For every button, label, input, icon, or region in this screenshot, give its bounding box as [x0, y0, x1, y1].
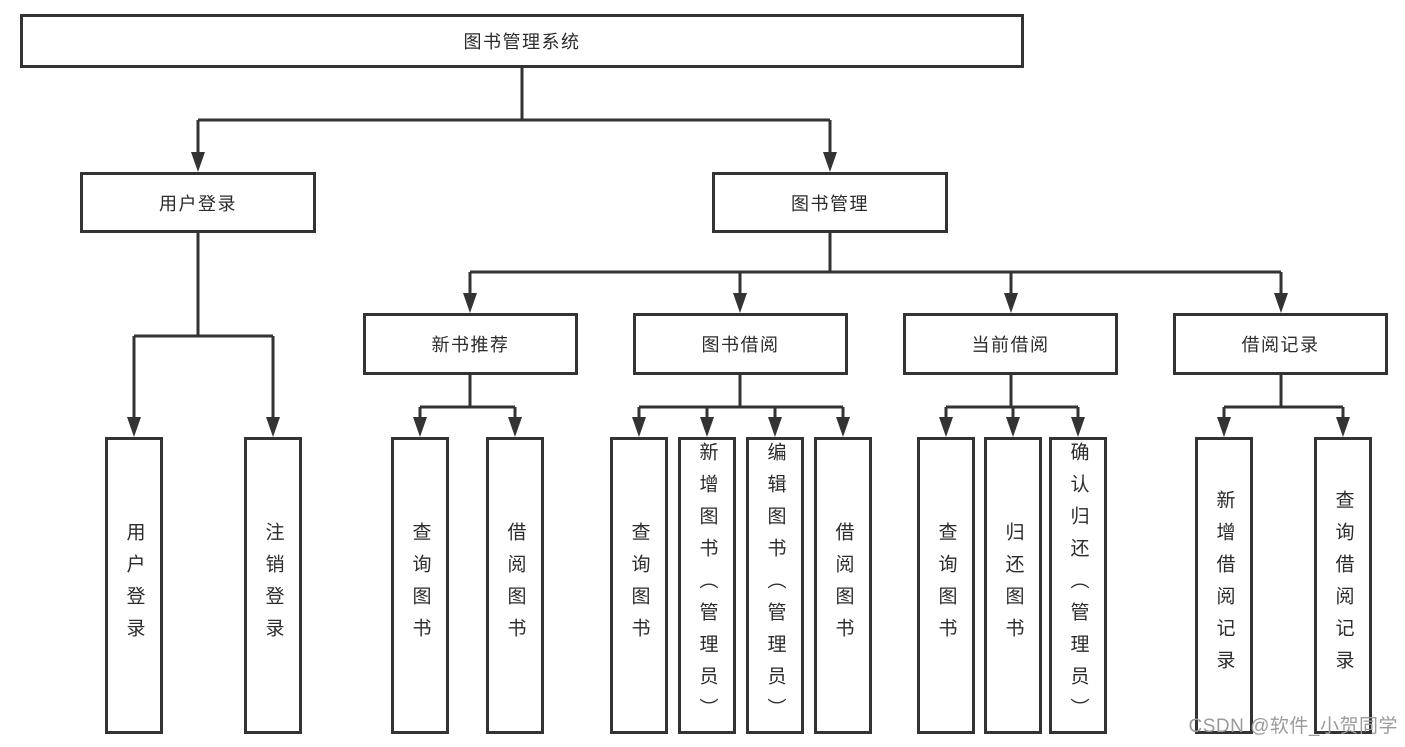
node-book-management: 图书管理	[712, 172, 948, 233]
node-current-borrow: 当前借阅	[903, 313, 1118, 375]
leaf-current-return-label: 归还图书	[1002, 521, 1024, 650]
leaf-logout: 注销登录	[244, 437, 302, 734]
leaf-user-login-label: 用户登录	[123, 521, 145, 650]
watermark: CSDN @软件_小贺同学	[1188, 716, 1398, 737]
node-root-label: 图书管理系统	[463, 32, 581, 52]
node-book-management-label: 图书管理	[791, 193, 869, 214]
leaf-newbook-borrow: 借阅图书	[486, 437, 544, 734]
leaf-record-add-label: 新增借阅记录	[1213, 489, 1235, 682]
leaf-newbook-borrow-label: 借阅图书	[504, 521, 526, 650]
leaf-current-query: 查询图书	[917, 437, 975, 734]
leaf-newbook-query: 查询图书	[391, 437, 449, 734]
node-user-login: 用户登录	[80, 172, 316, 233]
node-user-login-label: 用户登录	[159, 193, 237, 214]
leaf-borrow-add-book: 新增图书（管理员）	[678, 437, 736, 734]
leaf-record-query: 查询借阅记录	[1314, 437, 1372, 734]
node-current-borrow-label: 当前借阅	[971, 335, 1050, 355]
leaf-borrow-query-label: 查询图书	[628, 521, 650, 650]
leaf-borrow-edit-book: 编辑图书（管理员）	[746, 437, 804, 734]
leaf-borrow-borrow-book: 借阅图书	[814, 437, 872, 734]
leaf-record-query-label: 查询借阅记录	[1332, 489, 1354, 682]
leaf-current-confirm-return: 确认归还（管理员）	[1049, 437, 1107, 734]
node-root: 图书管理系统	[20, 14, 1024, 68]
node-book-borrow-label: 图书借阅	[701, 335, 780, 355]
leaf-user-login: 用户登录	[105, 437, 163, 734]
leaf-current-confirm-return-label: 确认归还（管理员）	[1067, 441, 1089, 730]
leaf-record-add: 新增借阅记录	[1195, 437, 1253, 734]
leaf-logout-label: 注销登录	[262, 521, 284, 650]
leaf-newbook-query-label: 查询图书	[409, 521, 431, 650]
leaf-current-return: 归还图书	[984, 437, 1042, 734]
leaf-borrow-add-book-label: 新增图书（管理员）	[696, 441, 718, 730]
leaf-borrow-edit-book-label: 编辑图书（管理员）	[764, 441, 786, 730]
node-new-book-recommend: 新书推荐	[363, 313, 578, 375]
node-book-borrow: 图书借阅	[633, 313, 848, 375]
node-new-book-recommend-label: 新书推荐	[431, 335, 510, 355]
leaf-borrow-borrow-book-label: 借阅图书	[832, 521, 854, 650]
leaf-current-query-label: 查询图书	[935, 521, 957, 650]
node-borrow-record-label: 借阅记录	[1241, 335, 1320, 355]
node-borrow-record: 借阅记录	[1173, 313, 1388, 375]
leaf-borrow-query: 查询图书	[610, 437, 668, 734]
